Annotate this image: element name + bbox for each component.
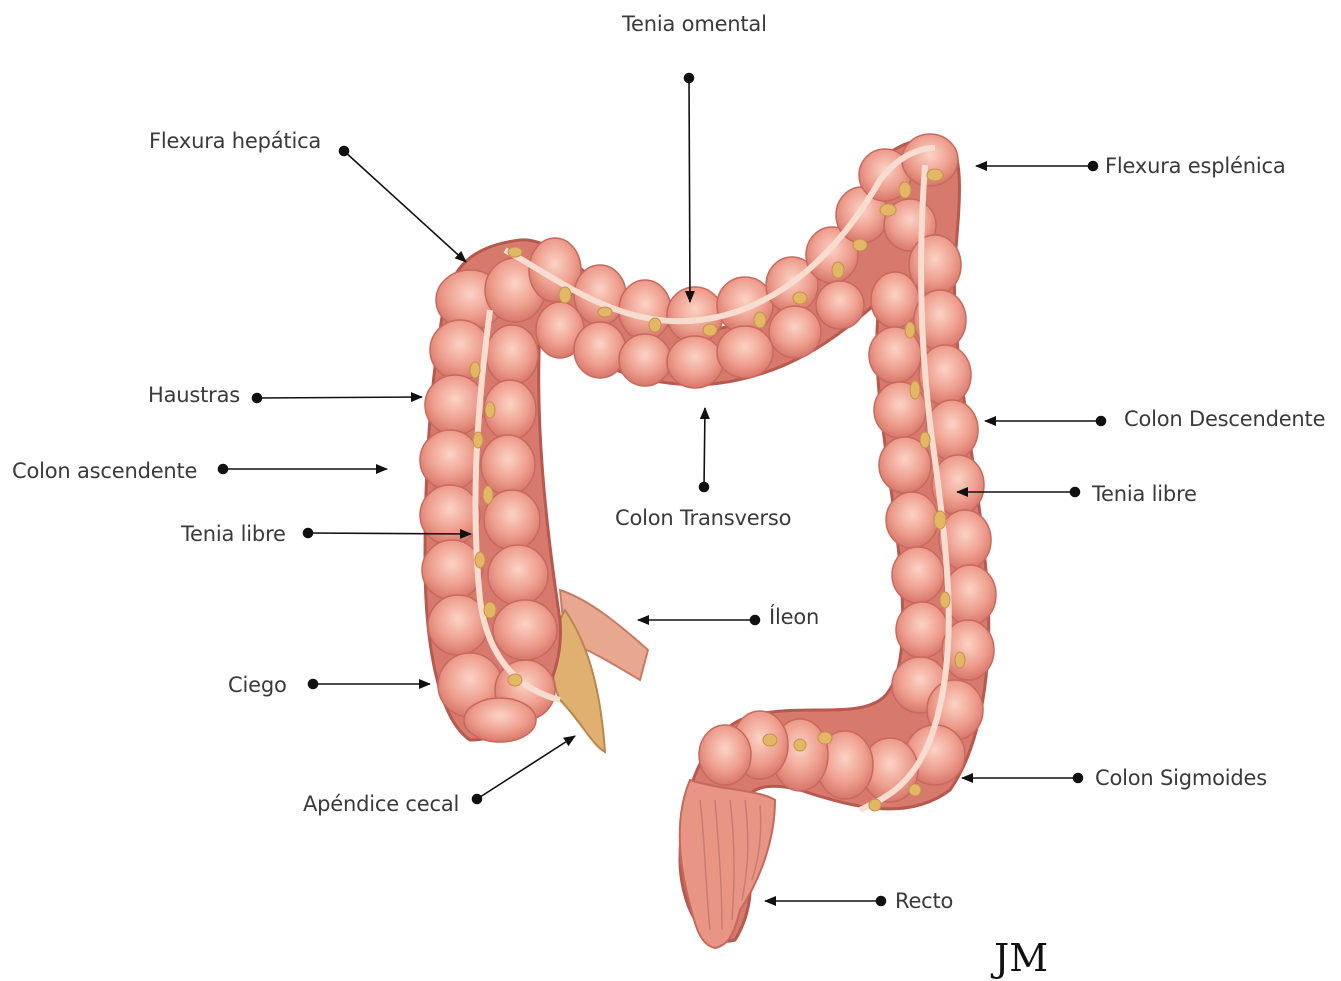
author-signature: JM [994,936,1048,980]
label-colon-ascendente: Colon ascendente [12,461,197,482]
leader-ileon [638,616,760,625]
leader-colon-ascendente [219,465,388,474]
leader-tenia-omental [685,74,694,303]
leader-flexura-esplenica [976,162,1098,171]
label-tenia-omental: Tenia omental [622,14,767,35]
label-haustras: Haustras [148,385,240,406]
leader-haustras [253,394,423,403]
rectum [680,780,775,948]
label-tenia-libre-left: Tenia libre [181,524,286,545]
leader-recto [765,897,886,906]
leader-flexura-hepatica [340,147,467,263]
label-tenia-libre-right: Tenia libre [1092,484,1197,505]
label-apendice-cecal: Apéndice cecal [303,794,459,815]
leader-ciego [309,680,431,689]
label-colon-sigmoides: Colon Sigmoides [1095,768,1267,789]
label-ciego: Ciego [228,675,287,696]
leader-apendice-cecal [473,736,576,804]
leader-colon-transverso [700,408,709,492]
label-colon-transverso: Colon Transverso [615,508,791,529]
leader-colon-descendente [985,417,1106,426]
label-ileon: Íleon [769,607,819,628]
colon-body [420,134,996,948]
label-colon-descendente: Colon Descendente [1124,409,1325,430]
label-flexura-esplenica: Flexura esplénica [1105,156,1285,177]
leader-colon-sigmoides [962,774,1083,783]
label-recto: Recto [895,891,953,912]
label-flexura-hepatica: Flexura hepática [149,131,321,152]
